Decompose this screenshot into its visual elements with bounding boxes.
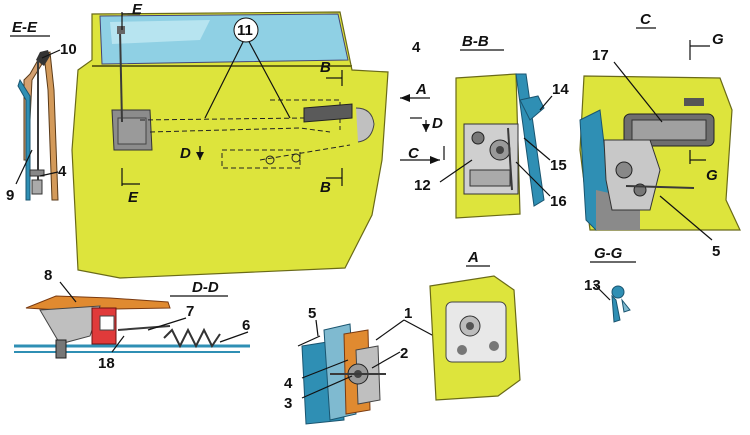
label-ee: E-E	[12, 19, 38, 36]
cut-d-left: D	[180, 145, 191, 162]
callout-2: 2	[400, 345, 408, 362]
cut-d-right: D	[432, 115, 443, 132]
callout-11: 11	[237, 22, 253, 39]
section-a: A	[429, 249, 521, 401]
callout-9: 9	[6, 187, 14, 204]
section-ee: E-E	[10, 19, 61, 201]
outer-handle	[303, 103, 353, 123]
callout-12: 12	[414, 177, 431, 194]
callout-4-ee: 4	[58, 163, 67, 180]
callout-4-door: 4	[412, 39, 421, 56]
section-gg: G-G	[590, 245, 636, 323]
label-c: C	[640, 11, 652, 28]
cut-a-arrow: A	[415, 81, 427, 98]
cut-g-top: G	[712, 31, 724, 48]
label-gg: G-G	[594, 245, 623, 262]
cut-e-top: E	[132, 1, 143, 18]
callout-5-bottom: 5	[308, 305, 316, 322]
cut-e-bottom: E	[128, 189, 139, 206]
callout-17: 17	[592, 47, 609, 64]
callout-5-c: 5	[712, 243, 720, 260]
label-bb: B-B	[462, 33, 489, 50]
callout-13: 13	[584, 277, 601, 294]
rear-door-panel	[71, 11, 389, 279]
section-c: C G G	[579, 11, 741, 241]
cut-c-arrow: C	[408, 145, 420, 162]
callout-1: 1	[404, 305, 412, 322]
callout-15: 15	[550, 157, 567, 174]
label-a: A	[467, 249, 479, 266]
callout-6: 6	[242, 317, 250, 334]
exploded-mechanism	[297, 319, 461, 425]
cut-b-bottom: B	[320, 179, 331, 196]
callout-14: 14	[552, 81, 569, 98]
callout-16: 16	[550, 193, 567, 210]
callouts: 1 2 3 4 4 4 5 5 6 7 8 9 10 11 12 13 14 1…	[6, 22, 720, 412]
cut-markers-door: E E B B A D D	[121, 1, 443, 206]
callout-4-bottom: 4	[284, 375, 293, 392]
callout-7: 7	[186, 303, 194, 320]
section-dd: D-D	[14, 279, 250, 359]
callout-10: 10	[60, 41, 77, 58]
cut-b-top: B	[320, 59, 331, 76]
cut-g-bottom: G	[706, 167, 718, 184]
callout-3: 3	[284, 395, 292, 412]
callout-8: 8	[44, 267, 52, 284]
label-dd: D-D	[192, 279, 219, 296]
callout-18: 18	[98, 355, 115, 372]
section-bb: B-B C	[400, 33, 553, 219]
